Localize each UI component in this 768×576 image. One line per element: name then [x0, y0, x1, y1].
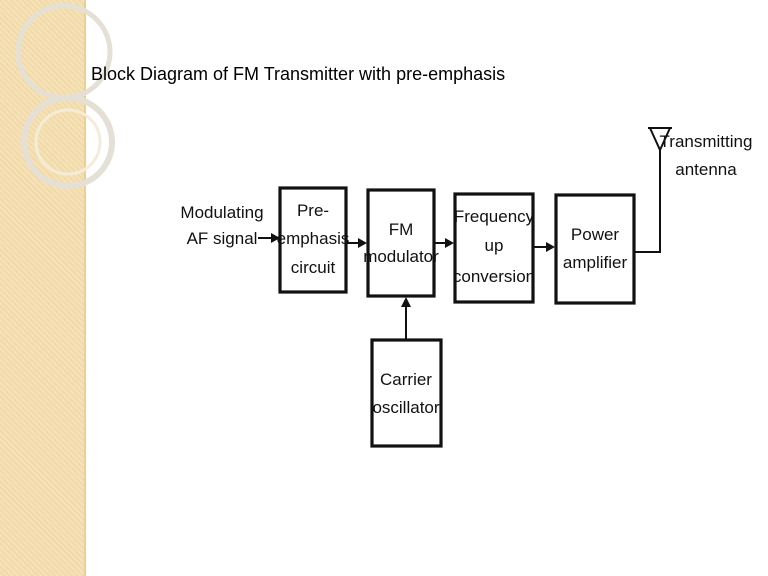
- input-label-line: AF signal: [187, 229, 258, 248]
- pre-emphasis-block: Pre- emphasis circuit: [277, 186, 350, 294]
- block-label: circuit: [291, 258, 336, 277]
- block-label: oscillator: [372, 398, 439, 417]
- power-amplifier-block: Power amplifier: [554, 193, 636, 305]
- arrow-head: [358, 238, 367, 248]
- block-label: emphasis: [277, 229, 350, 248]
- antenna-label-line: Transmitting: [660, 132, 753, 151]
- arrow-head: [546, 242, 555, 252]
- arrow-head: [401, 297, 411, 307]
- arrow-head: [445, 238, 454, 248]
- slide-title: Block Diagram of FM Transmitter with pre…: [91, 64, 506, 84]
- carrier-oscillator-block: Carrier oscillator: [370, 338, 443, 448]
- block-label: amplifier: [563, 253, 628, 272]
- block-label: up: [485, 236, 504, 255]
- antenna-icon: [648, 127, 672, 151]
- antenna-label-line: antenna: [675, 160, 737, 179]
- block-label: FM: [389, 220, 414, 239]
- block-label: Frequency: [454, 207, 535, 226]
- block-label: modulator: [363, 247, 439, 266]
- block-label: Pre-: [297, 201, 329, 220]
- decorative-rings: [15, 3, 115, 189]
- block-label: Power: [571, 225, 620, 244]
- block-label: conversion: [453, 267, 535, 286]
- block-label: Carrier: [380, 370, 432, 389]
- input-label: Modulating AF signal: [180, 203, 263, 248]
- arrow-head: [271, 233, 280, 243]
- fm-modulator-block: FM modulator: [363, 188, 439, 298]
- frequency-up-conversion-block: Frequency up conversion: [453, 192, 535, 304]
- input-label-line: Modulating: [180, 203, 263, 222]
- antenna-label: Transmitting antenna: [660, 132, 753, 179]
- antenna-feed-line: [634, 148, 661, 253]
